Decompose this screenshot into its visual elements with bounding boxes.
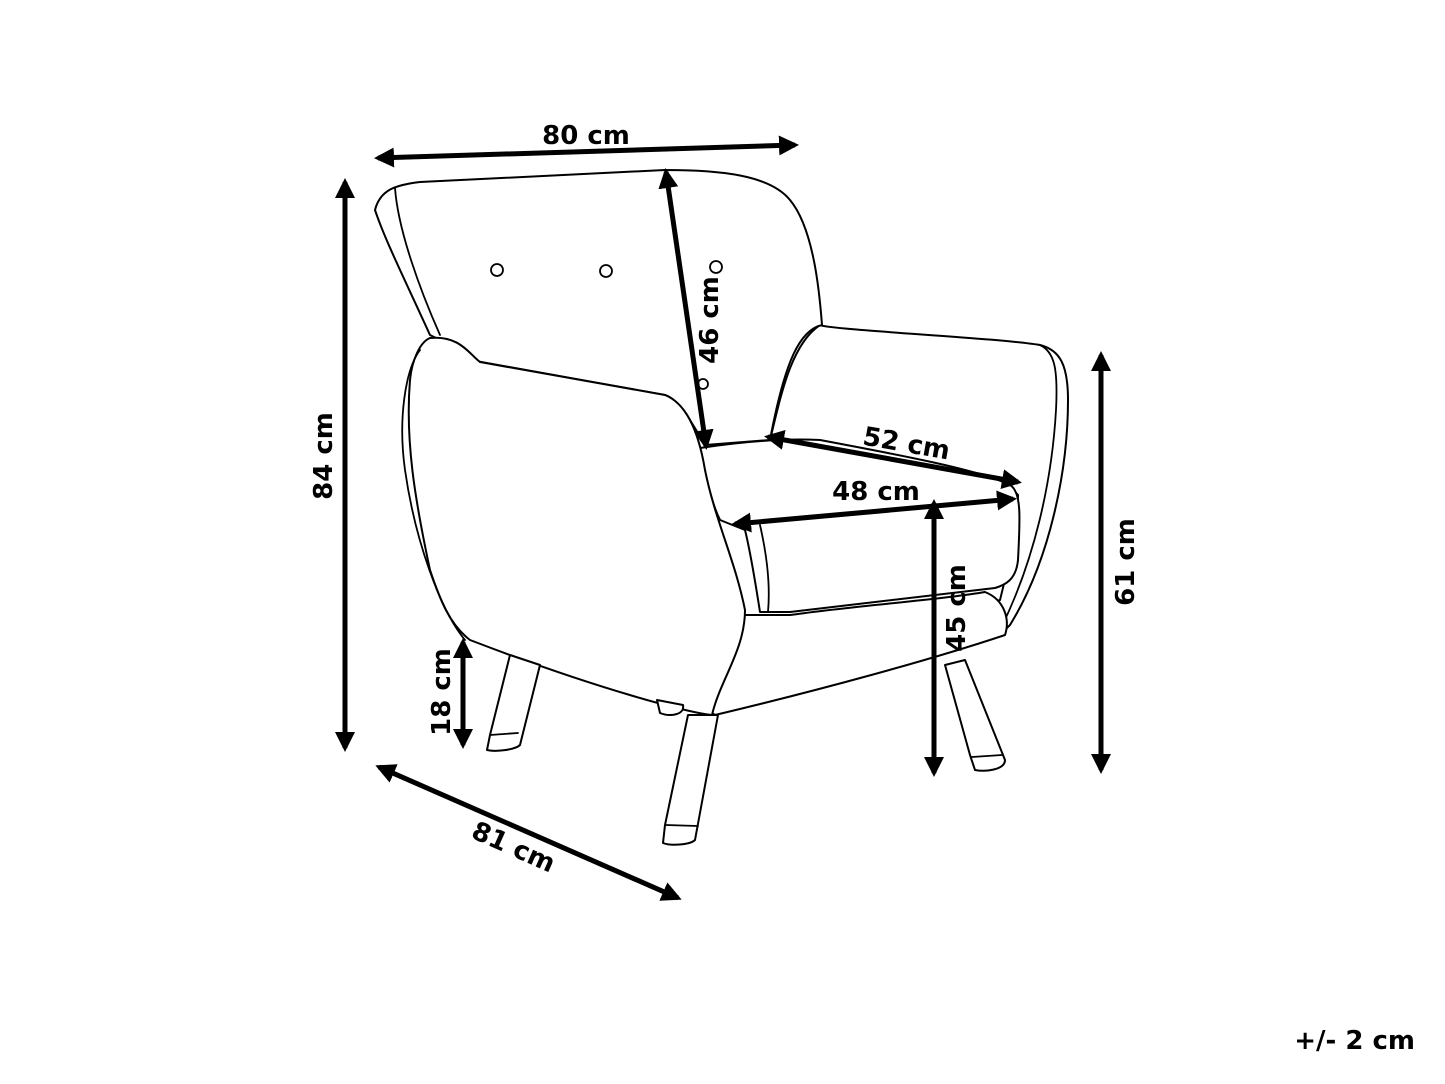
tolerance-note: +/- 2 cm (1294, 1026, 1415, 1056)
leg-back-left (486, 654, 541, 752)
button-2 (599, 264, 613, 278)
width-label: 80 cm (542, 121, 630, 151)
depth-arrow (375, 764, 682, 901)
seat-width-label: 48 cm (832, 477, 920, 507)
leg-height-label: 18 cm (427, 648, 457, 736)
seat-width-arrow (731, 490, 1017, 533)
seat-height-label: 45 cm (942, 564, 972, 652)
leg-back-stub (656, 699, 685, 716)
backrest-height-arrow (658, 168, 714, 450)
armrest-height-label: 61 cm (1111, 518, 1141, 606)
leg-front-right (944, 659, 1006, 772)
button-1 (490, 263, 504, 277)
backrest-height-label: 46 cm (695, 276, 725, 364)
armchair-illustration (374, 169, 1069, 846)
dimension-arrows (335, 135, 1111, 901)
dimension-labels: 80 cm 84 cm 81 cm 46 cm 52 cm 48 cm 45 c… (309, 121, 1141, 879)
width-arrow (374, 135, 799, 168)
height-label: 84 cm (309, 412, 339, 500)
seat-depth-arrow (764, 429, 1022, 490)
